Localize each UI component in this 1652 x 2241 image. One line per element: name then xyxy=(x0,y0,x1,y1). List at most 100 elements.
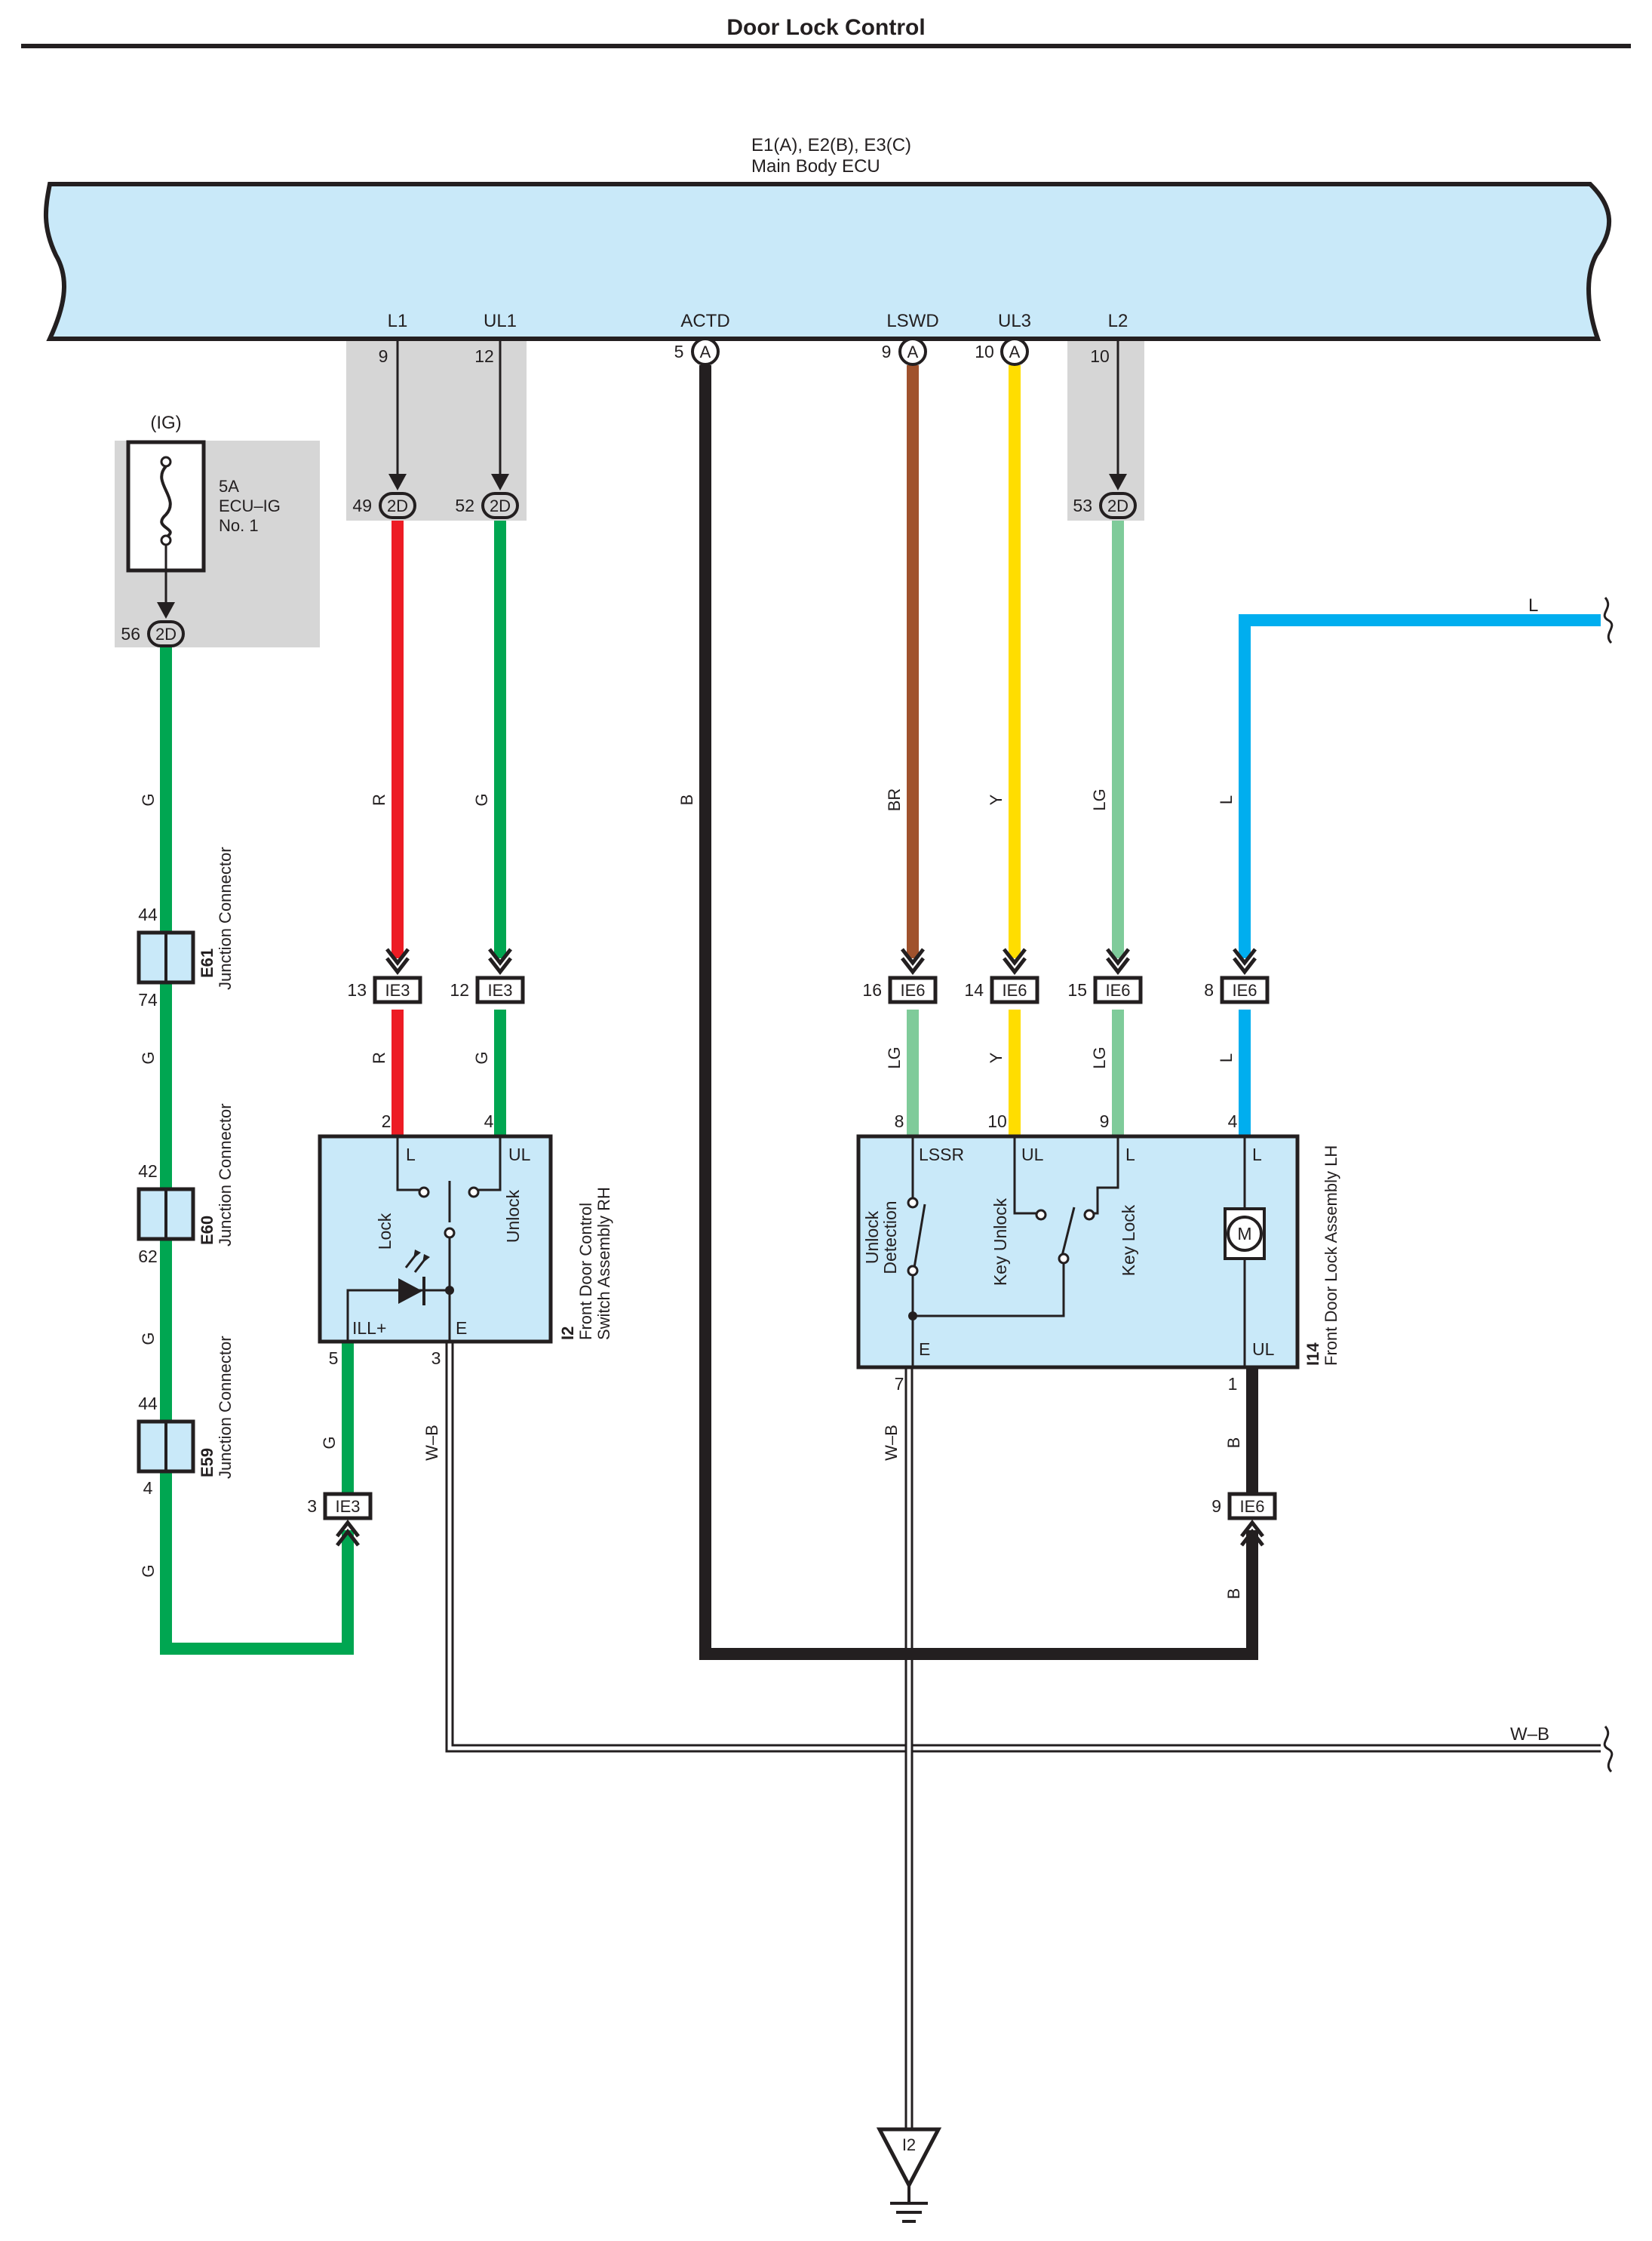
svg-text:52: 52 xyxy=(455,496,474,515)
ecu-terminal-actd: ACTD xyxy=(680,311,729,331)
svg-text:Junction Connector: Junction Connector xyxy=(216,1103,235,1247)
svg-text:ILL+: ILL+ xyxy=(352,1318,386,1338)
svg-text:15: 15 xyxy=(1067,980,1087,1000)
ecu-terminal-ul3: UL3 xyxy=(998,311,1031,331)
svg-text:42: 42 xyxy=(138,1161,158,1181)
lh-pin-l-mid: 9 xyxy=(1100,1111,1110,1131)
svg-text:E: E xyxy=(456,1318,467,1338)
ecu-pin-l1: 9 xyxy=(379,346,388,366)
inline-connector-ie6-15: IE6 15 xyxy=(1067,976,1143,1004)
rh-name2: Switch Assembly RH xyxy=(594,1187,613,1340)
fuse-ig: (IG) xyxy=(150,413,181,433)
ecu-name: Main Body ECU xyxy=(751,156,880,177)
svg-text:Key Lock: Key Lock xyxy=(1119,1204,1138,1276)
ecu-pin-lswd: 9 xyxy=(882,342,892,361)
svg-text:IE6: IE6 xyxy=(1002,981,1027,1000)
lh-pin-lssr: 8 xyxy=(895,1111,904,1131)
fuse-rating: 5A xyxy=(219,477,239,496)
svg-text:UL: UL xyxy=(1252,1339,1275,1359)
svg-text:62: 62 xyxy=(138,1247,158,1266)
lh-pin-ul: 10 xyxy=(987,1111,1007,1131)
svg-text:L: L xyxy=(1528,595,1538,616)
fuse-name2: No. 1 xyxy=(219,516,259,535)
label-g-1: G xyxy=(139,793,158,806)
label-g-3: G xyxy=(139,1332,158,1345)
label-g-ul1-2: G xyxy=(472,1051,491,1064)
svg-text:44: 44 xyxy=(138,1394,158,1413)
fuse-icon xyxy=(160,456,172,546)
ecu-arrowheads xyxy=(388,474,1127,490)
svg-text:4: 4 xyxy=(143,1478,153,1498)
svg-text:IE6: IE6 xyxy=(1239,1497,1264,1516)
ecu-terminal-ul1: UL1 xyxy=(484,311,517,331)
label-b-ul: B xyxy=(1224,1437,1243,1449)
switch-lock-label: Lock xyxy=(375,1213,395,1250)
svg-text:56: 56 xyxy=(121,624,140,644)
inline-connector-ie6-9: IE6 9 xyxy=(1211,1492,1277,1520)
wire-g-ig xyxy=(160,647,354,1655)
rh-pin-ill: 5 xyxy=(329,1348,339,1368)
inline-connector-ie6-8: IE6 8 xyxy=(1204,976,1270,1004)
svg-text:16: 16 xyxy=(862,980,882,1000)
fuse-name1: ECU–IG xyxy=(219,496,281,515)
label-lg-2: LG xyxy=(1090,1047,1109,1068)
svg-text:L: L xyxy=(1252,1145,1262,1164)
ecu-pin-ul3: 10 xyxy=(975,342,994,361)
switch-unlock-label: Unlock xyxy=(503,1189,523,1243)
svg-text:M: M xyxy=(1237,1224,1251,1243)
inline-connector-ie3-13: IE3 13 xyxy=(347,976,422,1004)
svg-text:E59: E59 xyxy=(198,1448,216,1477)
fuse-arrow xyxy=(157,602,175,619)
junction-connector-e60: 42 62 E60 Junction Connector xyxy=(137,1103,235,1266)
svg-text:8: 8 xyxy=(1204,980,1214,1000)
svg-text:UL: UL xyxy=(1021,1145,1044,1164)
ecu-terminal-l1: L1 xyxy=(388,311,408,331)
page-title: Door Lock Control xyxy=(726,15,925,40)
svg-text:L: L xyxy=(1125,1145,1135,1164)
svg-text:IE3: IE3 xyxy=(385,981,410,1000)
svg-text:E60: E60 xyxy=(198,1216,216,1245)
svg-text:2D: 2D xyxy=(155,625,177,644)
continuation-wb: W–B xyxy=(1510,1724,1614,1773)
ground-symbol: I2 xyxy=(876,2127,942,2223)
wire-l-blue-upper xyxy=(1239,614,1601,958)
svg-text:Detection: Detection xyxy=(880,1200,900,1274)
jb-connector-49: 2D 49 xyxy=(352,492,416,519)
svg-text:IE6: IE6 xyxy=(1232,981,1257,1000)
svg-text:14: 14 xyxy=(964,980,984,1000)
ground-label: I2 xyxy=(902,2135,916,2154)
ecu-pin-actd: 5 xyxy=(674,342,684,361)
label-r-1: R xyxy=(370,794,388,806)
svg-text:Junction Connector: Junction Connector xyxy=(216,1336,235,1479)
svg-text:E61: E61 xyxy=(198,948,216,978)
inline-connector-ie3-12: IE3 12 xyxy=(450,976,525,1004)
label-g-ul1-1: G xyxy=(472,793,491,806)
wire-labels: G G G G R R G G G W–B B BR LG W–B Y Y LG… xyxy=(139,788,1243,1600)
ecu-pin-ul1: 12 xyxy=(474,346,494,366)
svg-text:44: 44 xyxy=(138,905,158,924)
label-br: BR xyxy=(885,788,904,812)
rh-pin-e: 3 xyxy=(431,1348,441,1368)
main-body-ecu xyxy=(44,182,1612,341)
inline-chevrons-up xyxy=(336,1519,1264,1547)
conn-ul3-a: A xyxy=(1009,343,1021,361)
label-wb-lh: W–B xyxy=(882,1425,901,1461)
ecu-circle-connectors xyxy=(691,337,1029,366)
svg-text:IE6: IE6 xyxy=(1105,981,1130,1000)
lh-pin-e: 7 xyxy=(895,1374,904,1394)
led-icon xyxy=(398,1250,430,1305)
label-g-ill: G xyxy=(320,1436,339,1449)
svg-text:74: 74 xyxy=(138,990,158,1010)
inline-connector-ie6-14: IE6 14 xyxy=(964,976,1039,1004)
jb-connector-52: 2D 52 xyxy=(455,492,519,519)
svg-text:IE3: IE3 xyxy=(335,1497,360,1516)
svg-text:UL: UL xyxy=(508,1145,531,1164)
ecu-terminal-lswd: LSWD xyxy=(886,311,938,331)
jb-connector-56: 2D 56 xyxy=(121,620,185,647)
svg-text:9: 9 xyxy=(1211,1496,1221,1516)
label-wb-rh: W–B xyxy=(422,1425,441,1461)
label-b-actd: B xyxy=(677,795,696,806)
svg-text:49: 49 xyxy=(352,496,372,515)
rh-pin-l: 2 xyxy=(382,1111,392,1131)
jb-connector-53: 2D 53 xyxy=(1073,492,1137,519)
